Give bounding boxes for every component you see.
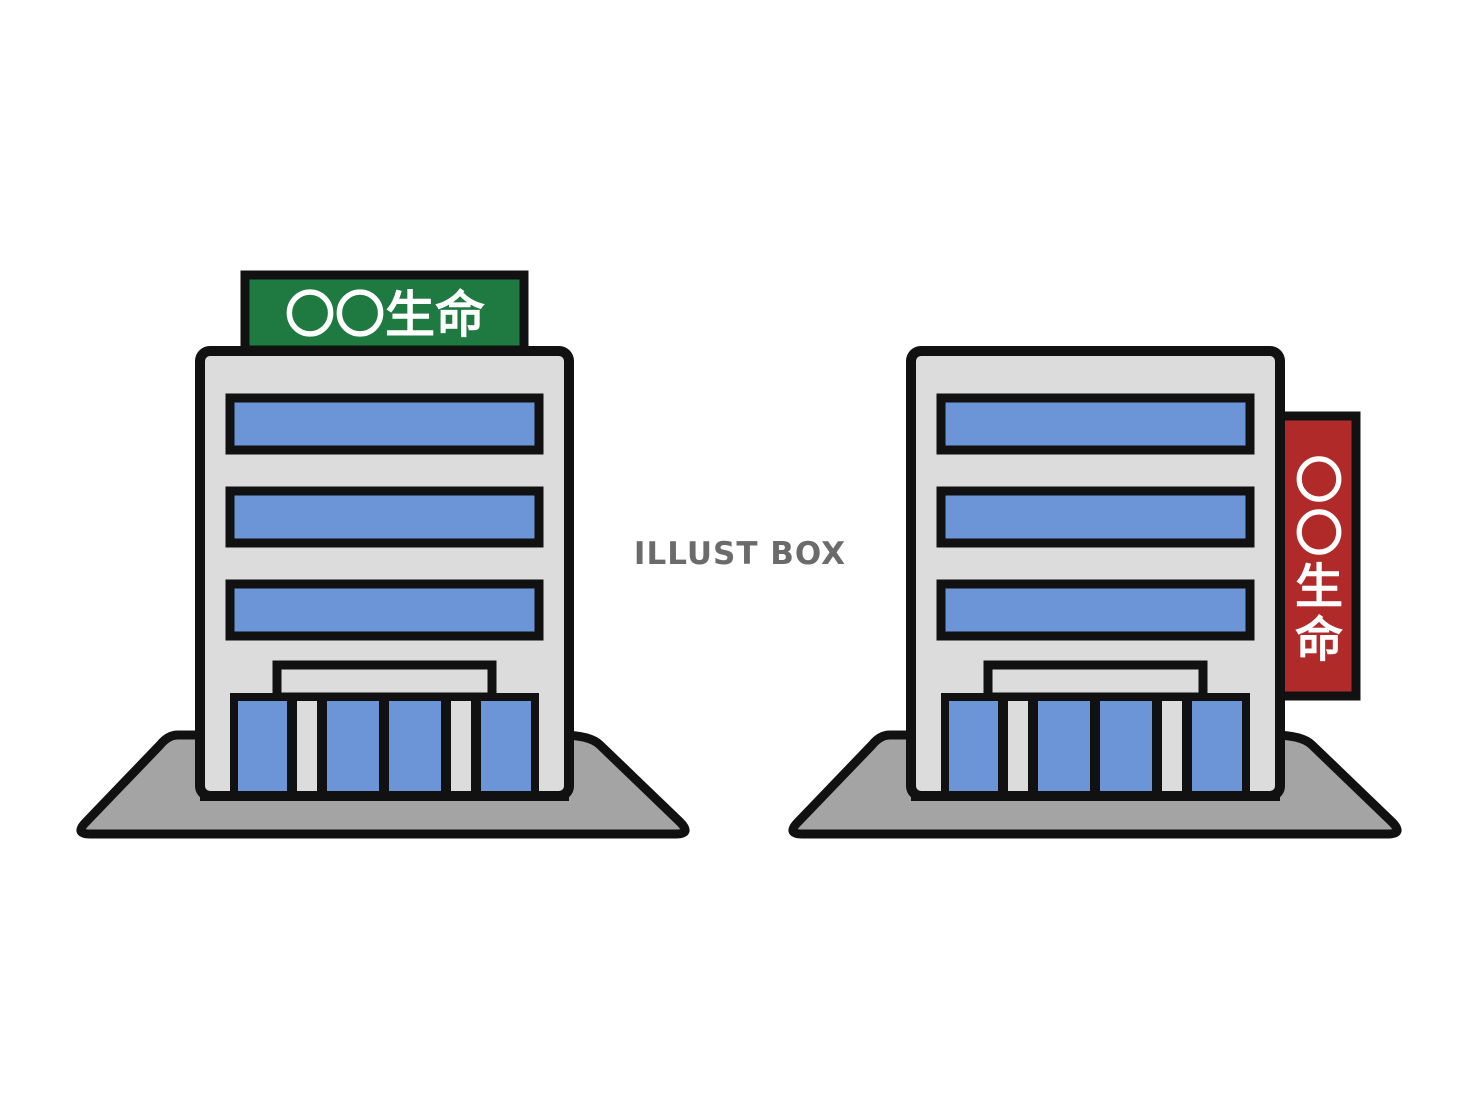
left-door-panel-1 xyxy=(238,701,287,796)
right-door-panel-1 xyxy=(949,701,998,796)
right-door-panel-4 xyxy=(1192,701,1242,796)
right-sign-char-4: 命 xyxy=(1295,612,1343,668)
left-window-band-1 xyxy=(225,393,544,455)
watermark-text: ILLUST BOX xyxy=(633,536,847,572)
right-window-band-1 xyxy=(936,393,1255,455)
left-door-panel-4 xyxy=(481,701,531,796)
left-rooftop-sign xyxy=(240,270,529,355)
right-sign-char-1: 〇 xyxy=(1295,453,1343,509)
right-window-band-3 xyxy=(936,579,1255,641)
right-sign-char-3: 生 xyxy=(1295,559,1343,615)
left-entrance-canopy xyxy=(272,660,497,702)
left-door-pillar-1 xyxy=(297,701,317,796)
right-sign-char-2: 〇 xyxy=(1295,506,1343,562)
left-sign-text: 〇〇生命 xyxy=(285,286,485,344)
right-door-pillar-1 xyxy=(1008,701,1028,796)
right-door-panel-2 xyxy=(1038,701,1090,796)
left-building: 〇〇生命 xyxy=(76,270,690,839)
right-entrance-canopy xyxy=(983,660,1208,702)
right-building: 〇 〇 生 命 xyxy=(788,346,1402,839)
left-door-panel-3 xyxy=(389,701,441,796)
right-door-pillar-2 xyxy=(1162,701,1182,796)
left-door-pillar-2 xyxy=(451,701,471,796)
left-door-panel-2 xyxy=(327,701,379,796)
right-door-panel-3 xyxy=(1100,701,1152,796)
right-window-band-2 xyxy=(936,486,1255,548)
left-window-band-3 xyxy=(225,579,544,641)
left-window-band-2 xyxy=(225,486,544,548)
